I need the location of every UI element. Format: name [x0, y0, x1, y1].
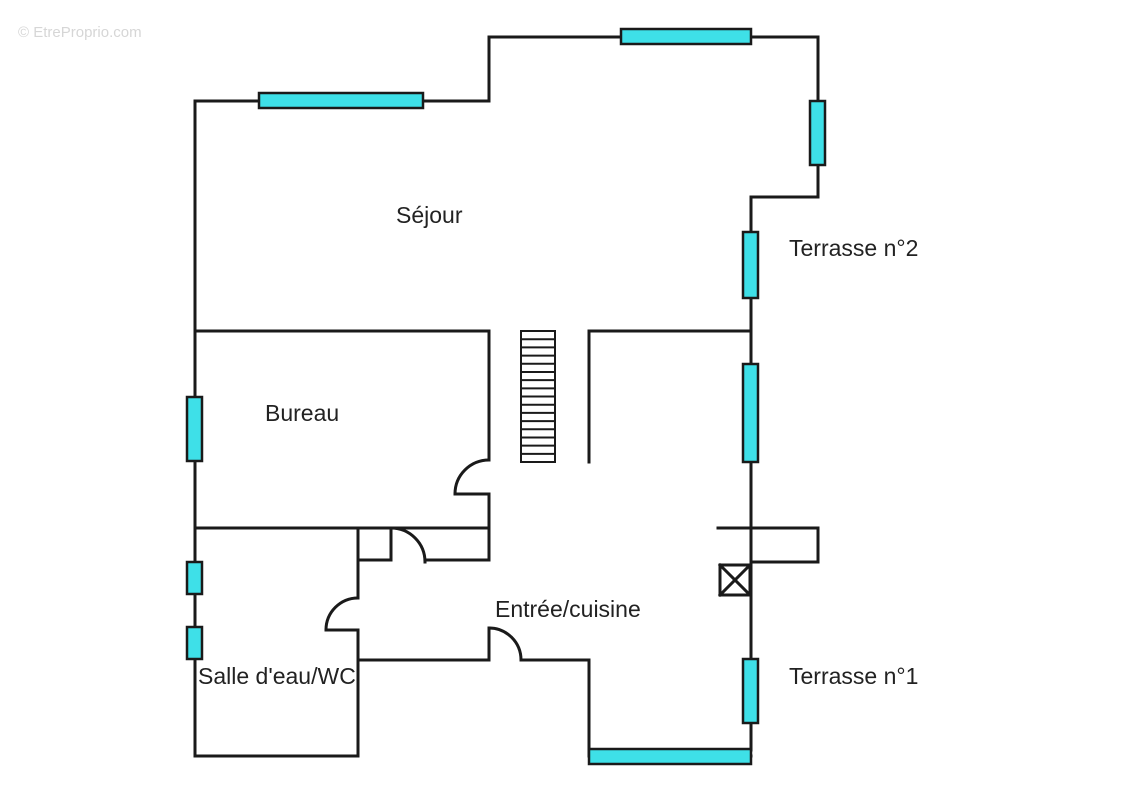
vent-box: [718, 563, 752, 597]
walls: [193, 35, 820, 758]
window-bureau-left: [185, 395, 204, 463]
room-label-terrasse-2: Terrasse n°2: [789, 235, 919, 261]
room-label-entree-cuisine: Entrée/cuisine: [495, 596, 641, 622]
room-label-terrasse-1: Terrasse n°1: [789, 663, 919, 689]
windows: [185, 27, 827, 766]
room-label-bureau: Bureau: [265, 400, 340, 426]
room-label-sejour: Séjour: [396, 202, 463, 228]
window-sejour-top-left: [257, 91, 425, 110]
wall-terrace-ledge: [716, 526, 820, 564]
window-sejour-top-right: [619, 27, 753, 46]
window-salle-left-upper: [185, 560, 204, 596]
wall-closet: [356, 526, 393, 562]
wall-bottom-kitchen: [519, 658, 753, 758]
door-arc-bureau: [453, 458, 491, 496]
wall-sejour-top: [193, 35, 820, 752]
vent-cross-2: [717, 562, 753, 598]
window-salle-left-lower: [185, 625, 204, 661]
window-entree-right: [741, 362, 760, 464]
room-label-salle-eau-wc: Salle d'eau/WC: [198, 663, 356, 689]
window-kitchen-bottom: [587, 747, 753, 766]
stair-steps: [521, 338, 555, 455]
staircase: [520, 330, 556, 463]
door-arc-closet: [389, 526, 427, 564]
door-arc-salle: [324, 596, 360, 632]
door-arc-entree: [487, 626, 523, 662]
window-sejour-right-top: [808, 99, 827, 167]
window-sejour-right-lower: [741, 230, 760, 300]
window-kitchen-right: [741, 657, 760, 725]
watermark: © EtreProprio.com: [18, 24, 142, 41]
